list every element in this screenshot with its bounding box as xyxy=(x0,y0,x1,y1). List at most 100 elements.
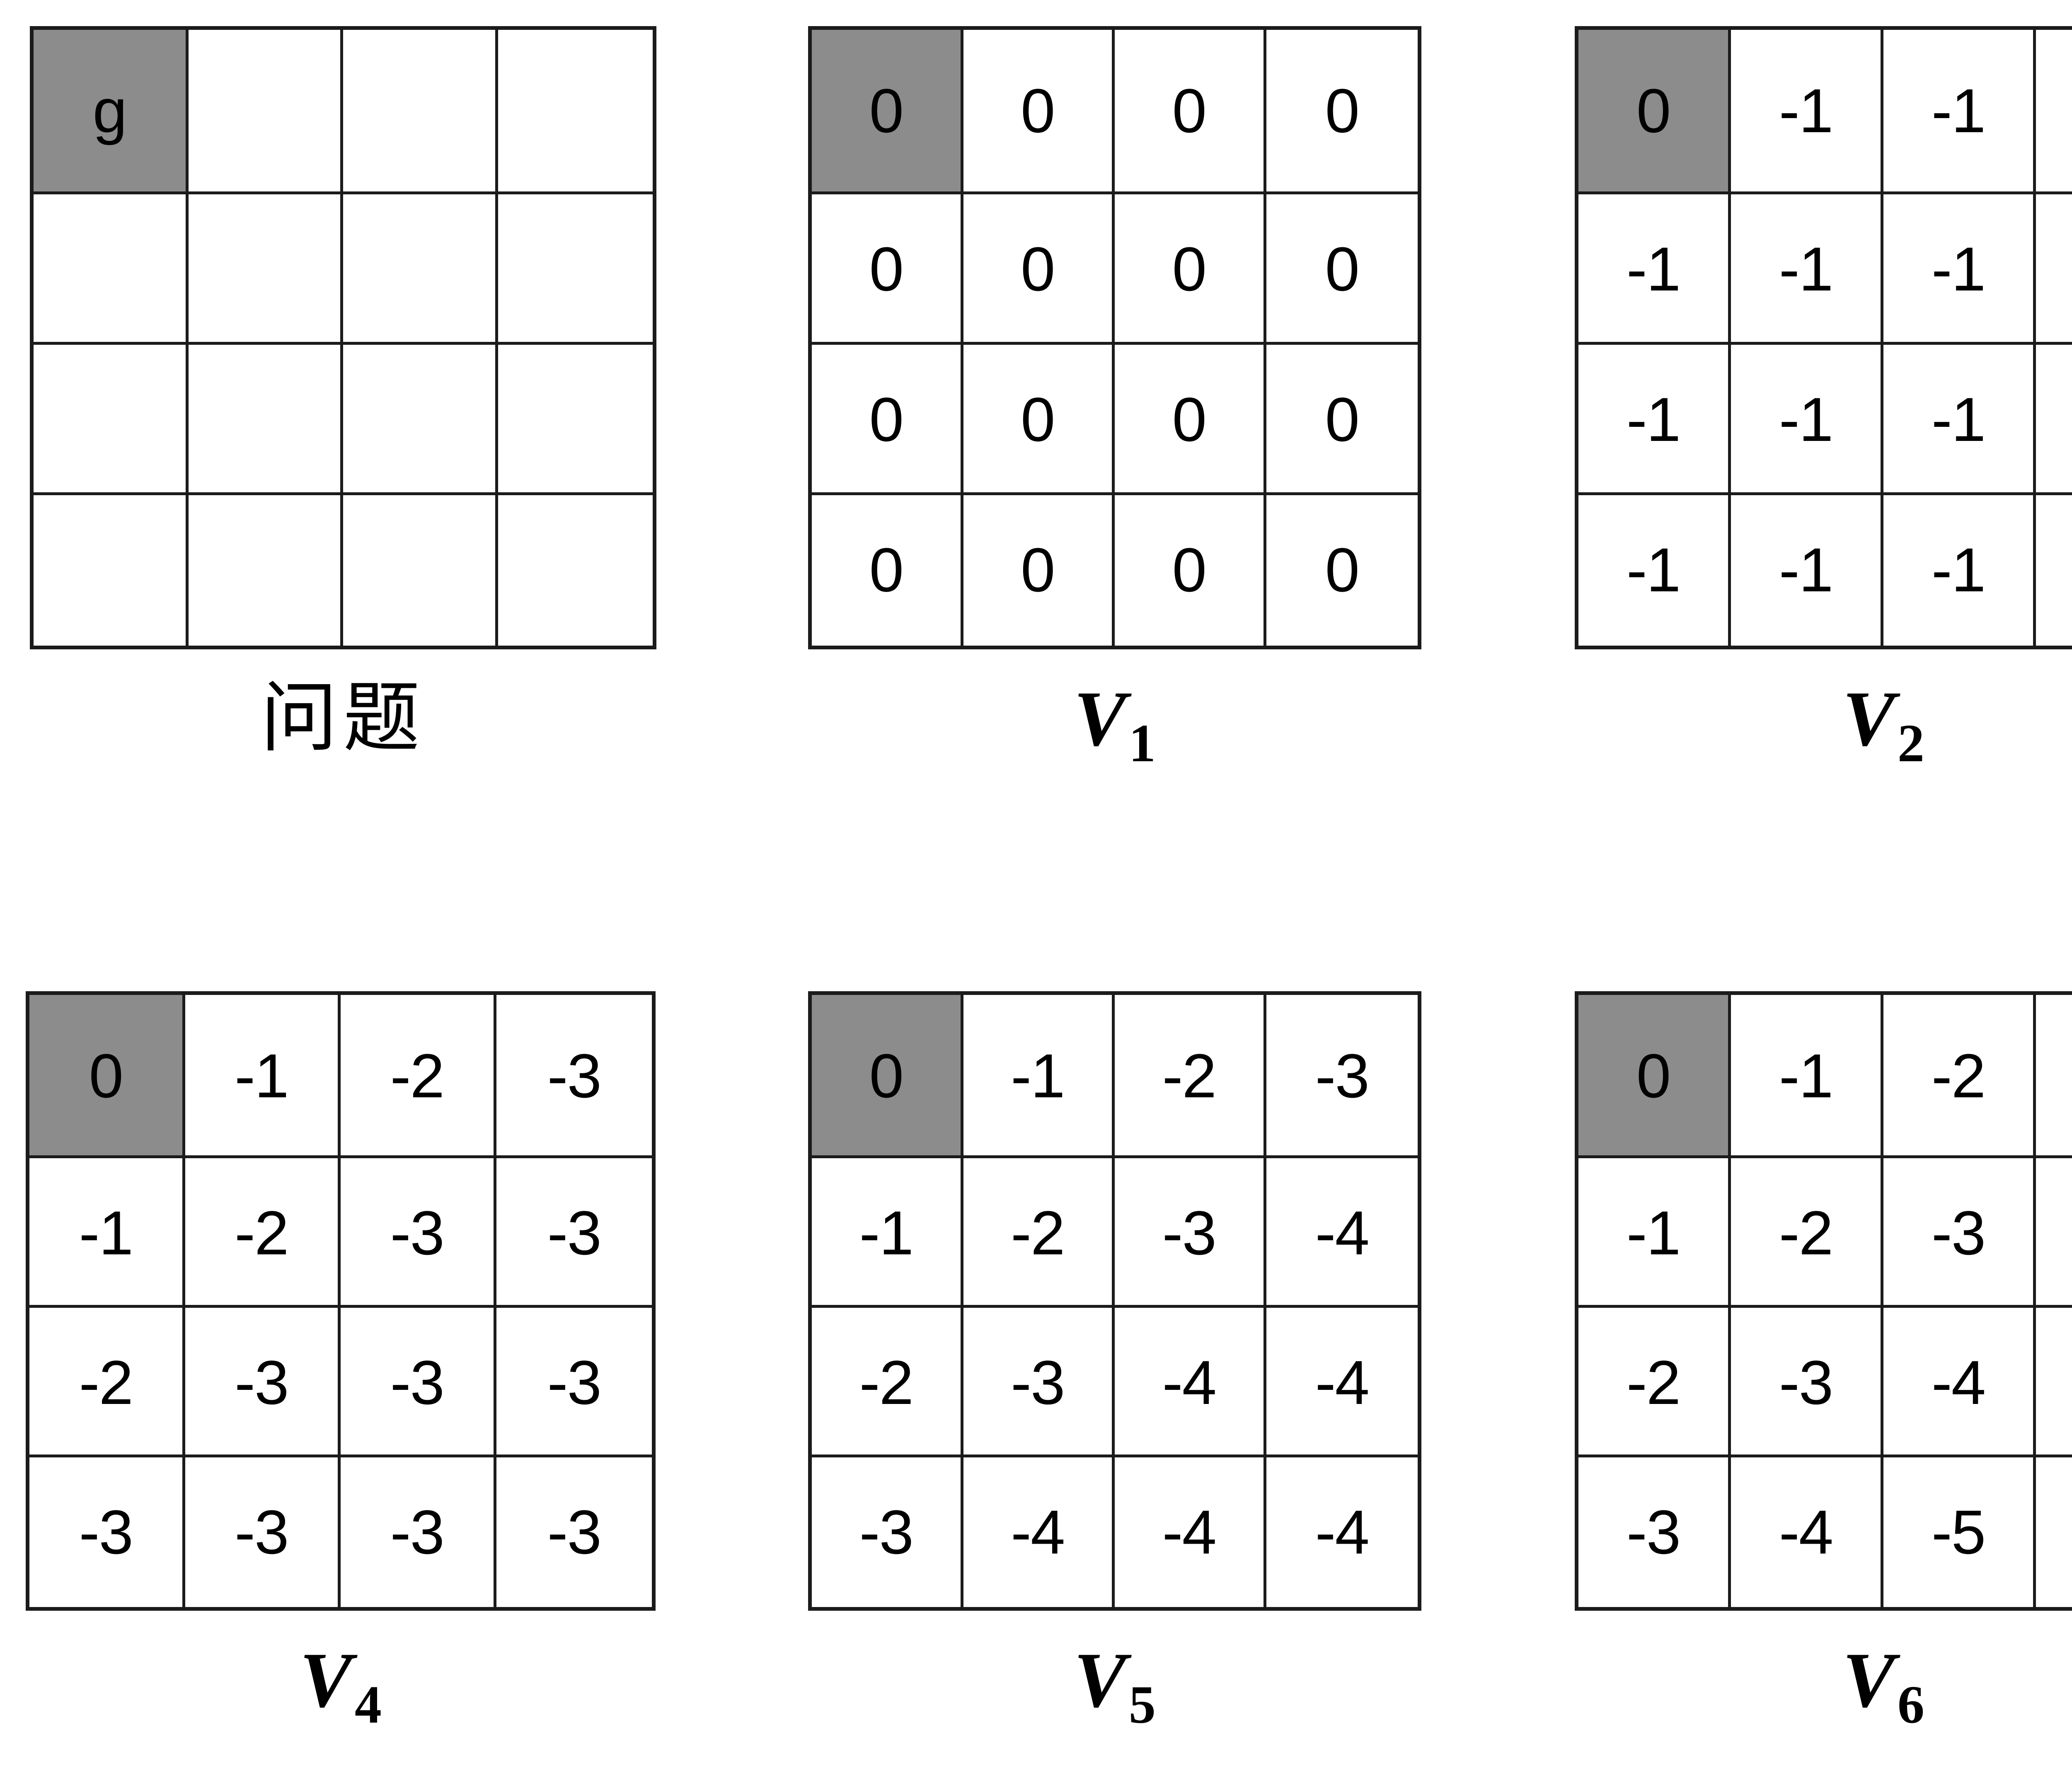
cell-value: -3 xyxy=(1779,1348,1833,1418)
cell-value: -2 xyxy=(1779,1198,1833,1268)
grid-cell-v6-r1c3: -4 xyxy=(2036,1158,2072,1308)
grid-cell-v6-r3c1: -4 xyxy=(1731,1457,1883,1607)
caption-symbol: V xyxy=(1842,1637,1895,1724)
cell-value: -3 xyxy=(390,1497,445,1567)
grid-cell-v1-r0c3: 0 xyxy=(1266,30,1418,194)
cell-value: -3 xyxy=(1315,1041,1370,1111)
grid-cell-v2-r0c3: -1 xyxy=(2036,30,2072,194)
cell-value: -3 xyxy=(79,1497,133,1567)
panel-caption-v1: V1 xyxy=(808,680,1421,770)
grid-cell-v6-r2c1: -3 xyxy=(1731,1308,1883,1458)
grid-cell-v5-r2c0: -2 xyxy=(812,1308,963,1458)
grid-cell-problem-r1c0 xyxy=(34,194,189,345)
cell-value: -4 xyxy=(1779,1497,1833,1567)
cell-value: 0 xyxy=(1636,1041,1671,1111)
cell-value: -1 xyxy=(1779,535,1833,605)
value-grid-v2: 0-1-1-1-1-1-1-1-1-1-1-1-1-1-1-1 xyxy=(1575,26,2072,649)
grid-cell-v2-r1c3: -1 xyxy=(2036,194,2072,345)
grid-cell-v4-r0c2: -2 xyxy=(341,995,496,1159)
grid-cell-v6-r0c2: -2 xyxy=(1883,995,2036,1159)
value-grid-v5: 0-1-2-3-1-2-3-4-2-3-4-4-3-4-4-4 xyxy=(808,991,1421,1611)
grid-cell-v2-r3c3: -1 xyxy=(2036,495,2072,646)
grid-cell-problem-r3c1 xyxy=(188,495,343,646)
grid-cell-v6-r1c0: -1 xyxy=(1578,1158,1731,1308)
panel-caption-v5: V5 xyxy=(808,1641,1421,1732)
grid-cell-v1-r3c1: 0 xyxy=(963,495,1115,646)
grid-cell-v2-r1c2: -1 xyxy=(1883,194,2036,345)
grid-cell-problem-r0c1 xyxy=(188,30,343,194)
grid-cell-v2-r2c0: -1 xyxy=(1578,344,1731,495)
cell-value: -1 xyxy=(1779,76,1833,145)
grid-cell-v4-r3c3: -3 xyxy=(496,1457,652,1607)
grid-cell-goal-v2: 0 xyxy=(1578,30,1731,194)
cell-value: 0 xyxy=(1325,76,1360,145)
grid-cell-v6-r3c2: -5 xyxy=(1883,1457,2036,1607)
cell-value: 0 xyxy=(1325,234,1360,304)
grid-cell-v1-r2c0: 0 xyxy=(812,344,963,495)
grid-cell-v1-r1c0: 0 xyxy=(812,194,963,345)
grid-cell-v1-r2c1: 0 xyxy=(963,344,1115,495)
grid-cell-problem-r3c2 xyxy=(343,495,498,646)
cell-value: -1 xyxy=(1779,234,1833,304)
grid-cell-problem-r3c0 xyxy=(34,495,189,646)
grid-cell-v4-r1c3: -3 xyxy=(496,1158,652,1308)
panel-caption-v4: V4 xyxy=(26,1641,656,1732)
caption-symbol: V xyxy=(1074,675,1126,762)
cell-value: -3 xyxy=(235,1348,289,1418)
grid-cell-problem-r2c0 xyxy=(34,344,189,495)
grid-cell-v1-r2c3: 0 xyxy=(1266,344,1418,495)
cell-value: -3 xyxy=(235,1497,289,1567)
grid-cell-problem-r0c3 xyxy=(498,30,653,194)
grid-cell-v6-r1c2: -3 xyxy=(1883,1158,2036,1308)
grid-cell-v4-r2c0: -2 xyxy=(29,1308,185,1458)
grid-cell-v2-r1c0: -1 xyxy=(1578,194,1731,345)
grid-cell-v5-r3c1: -4 xyxy=(963,1457,1115,1607)
grid-cell-v1-r0c1: 0 xyxy=(963,30,1115,194)
caption-subscript: 4 xyxy=(354,1675,382,1735)
cell-value: -3 xyxy=(1626,1497,1681,1567)
grid-cell-v4-r3c2: -3 xyxy=(341,1457,496,1607)
cell-value: -4 xyxy=(1162,1348,1217,1418)
cell-value: -1 xyxy=(1011,1041,1065,1111)
grid-cell-v2-r0c1: -1 xyxy=(1731,30,1883,194)
grid-cell-v4-r0c3: -3 xyxy=(496,995,652,1159)
cell-value: 0 xyxy=(869,535,904,605)
cell-value: -1 xyxy=(1779,1041,1833,1111)
cell-value: -1 xyxy=(1931,76,1986,145)
caption-symbol: V xyxy=(300,1637,352,1724)
grid-cell-v1-r3c0: 0 xyxy=(812,495,963,646)
grid-cell-v1-r1c2: 0 xyxy=(1115,194,1266,345)
cell-value: -1 xyxy=(1626,1198,1681,1268)
cell-value: 0 xyxy=(1172,535,1207,605)
grid-cell-problem-r2c2 xyxy=(343,344,498,495)
cell-value: 0 xyxy=(1325,535,1360,605)
grid-cell-v2-r3c1: -1 xyxy=(1731,495,1883,646)
cell-value: g xyxy=(92,76,127,145)
cell-value: -4 xyxy=(1315,1497,1370,1567)
grid-cell-v6-r3c3: -5 xyxy=(2036,1457,2072,1607)
grid-cell-v1-r3c3: 0 xyxy=(1266,495,1418,646)
grid-cell-v2-r3c0: -1 xyxy=(1578,495,1731,646)
grid-cell-v6-r2c0: -2 xyxy=(1578,1308,1731,1458)
grid-cell-v2-r3c2: -1 xyxy=(1883,495,2036,646)
grid-cell-problem-r2c1 xyxy=(188,344,343,495)
cell-value: -4 xyxy=(1011,1497,1065,1567)
grid-cell-v4-r1c0: -1 xyxy=(29,1158,185,1308)
grid-cell-v5-r3c3: -4 xyxy=(1266,1457,1418,1607)
grid-cell-problem-r1c1 xyxy=(188,194,343,345)
grid-cell-v5-r2c1: -3 xyxy=(963,1308,1115,1458)
cell-value: 0 xyxy=(869,384,904,454)
cell-value: -3 xyxy=(1162,1198,1217,1268)
grid-cell-v4-r2c3: -3 xyxy=(496,1308,652,1458)
cell-value: -3 xyxy=(547,1497,602,1567)
grid-cell-v4-r0c1: -1 xyxy=(185,995,341,1159)
grid-cell-problem-r2c3 xyxy=(498,344,653,495)
cell-value: -3 xyxy=(390,1198,445,1268)
grid-cell-v5-r1c2: -3 xyxy=(1115,1158,1266,1308)
cell-value: -2 xyxy=(1931,1041,1986,1111)
grid-cell-v2-r1c1: -1 xyxy=(1731,194,1883,345)
cell-value: -3 xyxy=(859,1497,914,1567)
caption-subscript: 6 xyxy=(1897,1675,1924,1735)
